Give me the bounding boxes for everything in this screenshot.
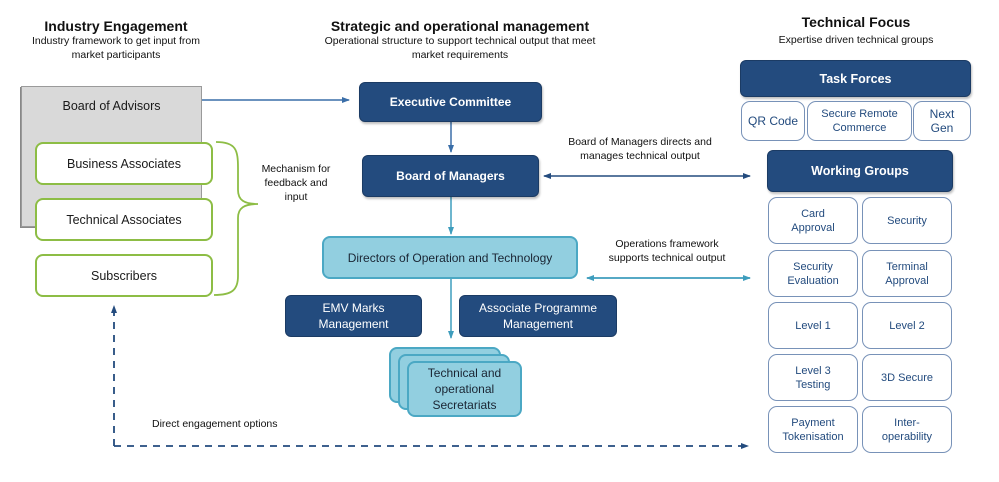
working-groups-label: Working Groups xyxy=(811,164,909,178)
working-group-label-line-2: Approval xyxy=(791,221,835,234)
secretariats-line-1: Technical and xyxy=(427,366,502,380)
operations-framework-label: Operations framework supports technical … xyxy=(592,237,742,265)
board-of-managers-box[interactable]: Board of Managers xyxy=(362,155,539,197)
direct-engagement-label: Direct engagement options xyxy=(152,418,278,430)
bom-directs-line-2: manages technical output xyxy=(580,150,700,162)
task-forces-header[interactable]: Task Forces xyxy=(740,60,971,97)
working-group-item[interactable]: Inter-operability xyxy=(862,406,952,453)
working-group-label-line-2: Evaluation xyxy=(787,274,839,287)
executive-committee-box[interactable]: Executive Committee xyxy=(359,82,542,122)
working-group-item[interactable]: Level 2 xyxy=(862,302,952,349)
working-group-item[interactable]: Security xyxy=(862,197,952,244)
feedback-line-3: input xyxy=(284,191,308,203)
working-group-label-line-2: Tokenisation xyxy=(782,430,844,443)
executive-committee-label: Executive Committee xyxy=(389,95,512,109)
business-associates-box[interactable]: Business Associates xyxy=(35,142,213,185)
strategic-management-subtitle-2: market requirements xyxy=(411,49,509,61)
working-group-label-line-1: Level 3 xyxy=(795,364,831,377)
strategic-management-title: Strategic and operational management xyxy=(330,18,590,34)
feedback-line-2: feedback and xyxy=(264,177,328,189)
directors-of-operation-label: Directors of Operation and Technology xyxy=(347,250,553,265)
working-group-label-line-1: Inter- xyxy=(894,416,920,429)
industry-engagement-title: Industry Engagement xyxy=(44,18,188,34)
business-associates-label: Business Associates xyxy=(67,156,181,171)
emv-marks-line-2: Management xyxy=(318,317,389,331)
working-group-label-line-1: Security xyxy=(887,214,927,227)
working-group-label-line-2: operability xyxy=(881,430,933,443)
working-groups-header[interactable]: Working Groups xyxy=(767,150,953,192)
task-force-src-line-1: Secure Remote xyxy=(821,108,898,120)
task-force-next-gen[interactable]: Next Gen xyxy=(913,101,971,141)
technical-focus-header: Technical Focus Expertise driven technic… xyxy=(740,14,972,47)
technical-associates-box[interactable]: Technical Associates xyxy=(35,198,213,241)
working-group-label-line-1: Terminal xyxy=(886,260,928,273)
technical-focus-title: Technical Focus xyxy=(801,14,911,30)
associate-programme-management-box[interactable]: Associate Programme Management xyxy=(459,295,617,337)
associate-programme-line-1: Associate Programme xyxy=(478,301,598,315)
task-force-next-gen-line-1: Next xyxy=(929,107,955,121)
working-group-label-line-1: Level 2 xyxy=(889,319,925,332)
emv-marks-management-box[interactable]: EMV Marks Management xyxy=(285,295,422,337)
task-forces-label: Task Forces xyxy=(819,71,892,86)
secretariats-line-3: Secretariats xyxy=(432,398,497,412)
feedback-mechanism-label: Mechanism for feedback and input xyxy=(256,162,336,204)
ops-framework-line-1: Operations framework xyxy=(615,238,719,250)
working-group-item[interactable]: 3D Secure xyxy=(862,354,952,401)
technical-associates-label: Technical Associates xyxy=(66,212,182,227)
task-force-qr-code[interactable]: QR Code xyxy=(741,101,805,141)
industry-engagement-header: Industry Engagement Industry framework t… xyxy=(0,18,232,62)
strategic-management-subtitle-1: Operational structure to support technic… xyxy=(324,35,596,47)
ops-framework-line-2: supports technical output xyxy=(608,252,726,264)
board-of-advisors-label: Board of Advisors xyxy=(62,99,161,113)
working-group-label-line-2: Testing xyxy=(795,378,831,391)
emv-marks-line-1: EMV Marks xyxy=(322,301,385,315)
industry-engagement-subtitle-2: market participants xyxy=(71,49,161,61)
industry-engagement-subtitle-1: Industry framework to get input from xyxy=(31,35,201,47)
bom-directs-label: Board of Managers directs and manages te… xyxy=(555,135,725,163)
strategic-management-header: Strategic and operational management Ope… xyxy=(290,18,630,62)
subscribers-box[interactable]: Subscribers xyxy=(35,254,213,297)
secretariats-line-2: operational xyxy=(434,382,495,396)
working-group-item[interactable]: Level 1 xyxy=(768,302,858,349)
task-force-qr-code-label: QR Code xyxy=(747,114,799,128)
working-group-label-line-1: Security xyxy=(793,260,833,273)
secretariats-box[interactable]: Technical and operational Secretariats xyxy=(407,361,522,417)
subscribers-label: Subscribers xyxy=(91,268,157,283)
associate-programme-line-2: Management xyxy=(502,317,574,331)
bom-directs-line-1: Board of Managers directs and xyxy=(568,136,712,148)
board-of-managers-label: Board of Managers xyxy=(396,169,505,183)
directors-of-operation-box[interactable]: Directors of Operation and Technology xyxy=(322,236,578,279)
technical-focus-subtitle: Expertise driven technical groups xyxy=(778,34,934,46)
task-force-next-gen-line-2: Gen xyxy=(930,121,954,135)
working-group-label-line-1: Card xyxy=(801,207,825,220)
working-group-label-line-2: Approval xyxy=(885,274,929,287)
task-force-secure-remote-commerce[interactable]: Secure Remote Commerce xyxy=(807,101,912,141)
feedback-brace xyxy=(213,141,259,296)
working-group-label-line-1: Payment xyxy=(791,416,835,429)
working-group-label-line-1: 3D Secure xyxy=(881,371,933,384)
feedback-line-1: Mechanism for xyxy=(261,163,331,175)
working-group-label-line-1: Level 1 xyxy=(795,319,831,332)
task-force-src-line-2: Commerce xyxy=(832,122,887,134)
